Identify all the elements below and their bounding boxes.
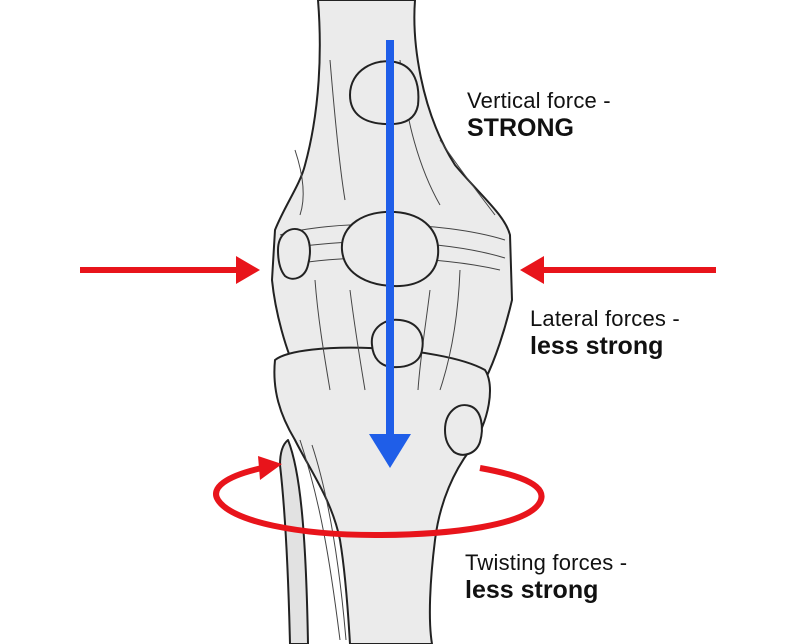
twisting-forces-title: Twisting forces - [465,550,628,575]
twisting-forces-strength: less strong [465,575,599,604]
side-bone-right [444,404,483,456]
twisting-forces-label: Twisting forces - less strong [465,550,627,605]
small-bone-lower [370,318,424,369]
patella-top [349,60,420,126]
lateral-force-arrow-left [80,256,260,284]
ligament-fibers [279,59,506,641]
side-bone-left [277,228,311,280]
twisting-force-arrow [213,456,545,539]
vertical-force-label: Vertical force - STRONG [467,88,611,143]
lateral-forces-strength: less strong [530,331,664,360]
vertical-force-arrow [369,40,411,468]
lateral-forces-title: Lateral forces - [530,306,680,331]
vertical-force-strength: STRONG [467,113,574,142]
lateral-force-arrow-right [520,256,716,284]
fibula [279,439,309,644]
vertical-force-title: Vertical force - [467,88,611,113]
lateral-forces-label: Lateral forces - less strong [530,306,680,361]
